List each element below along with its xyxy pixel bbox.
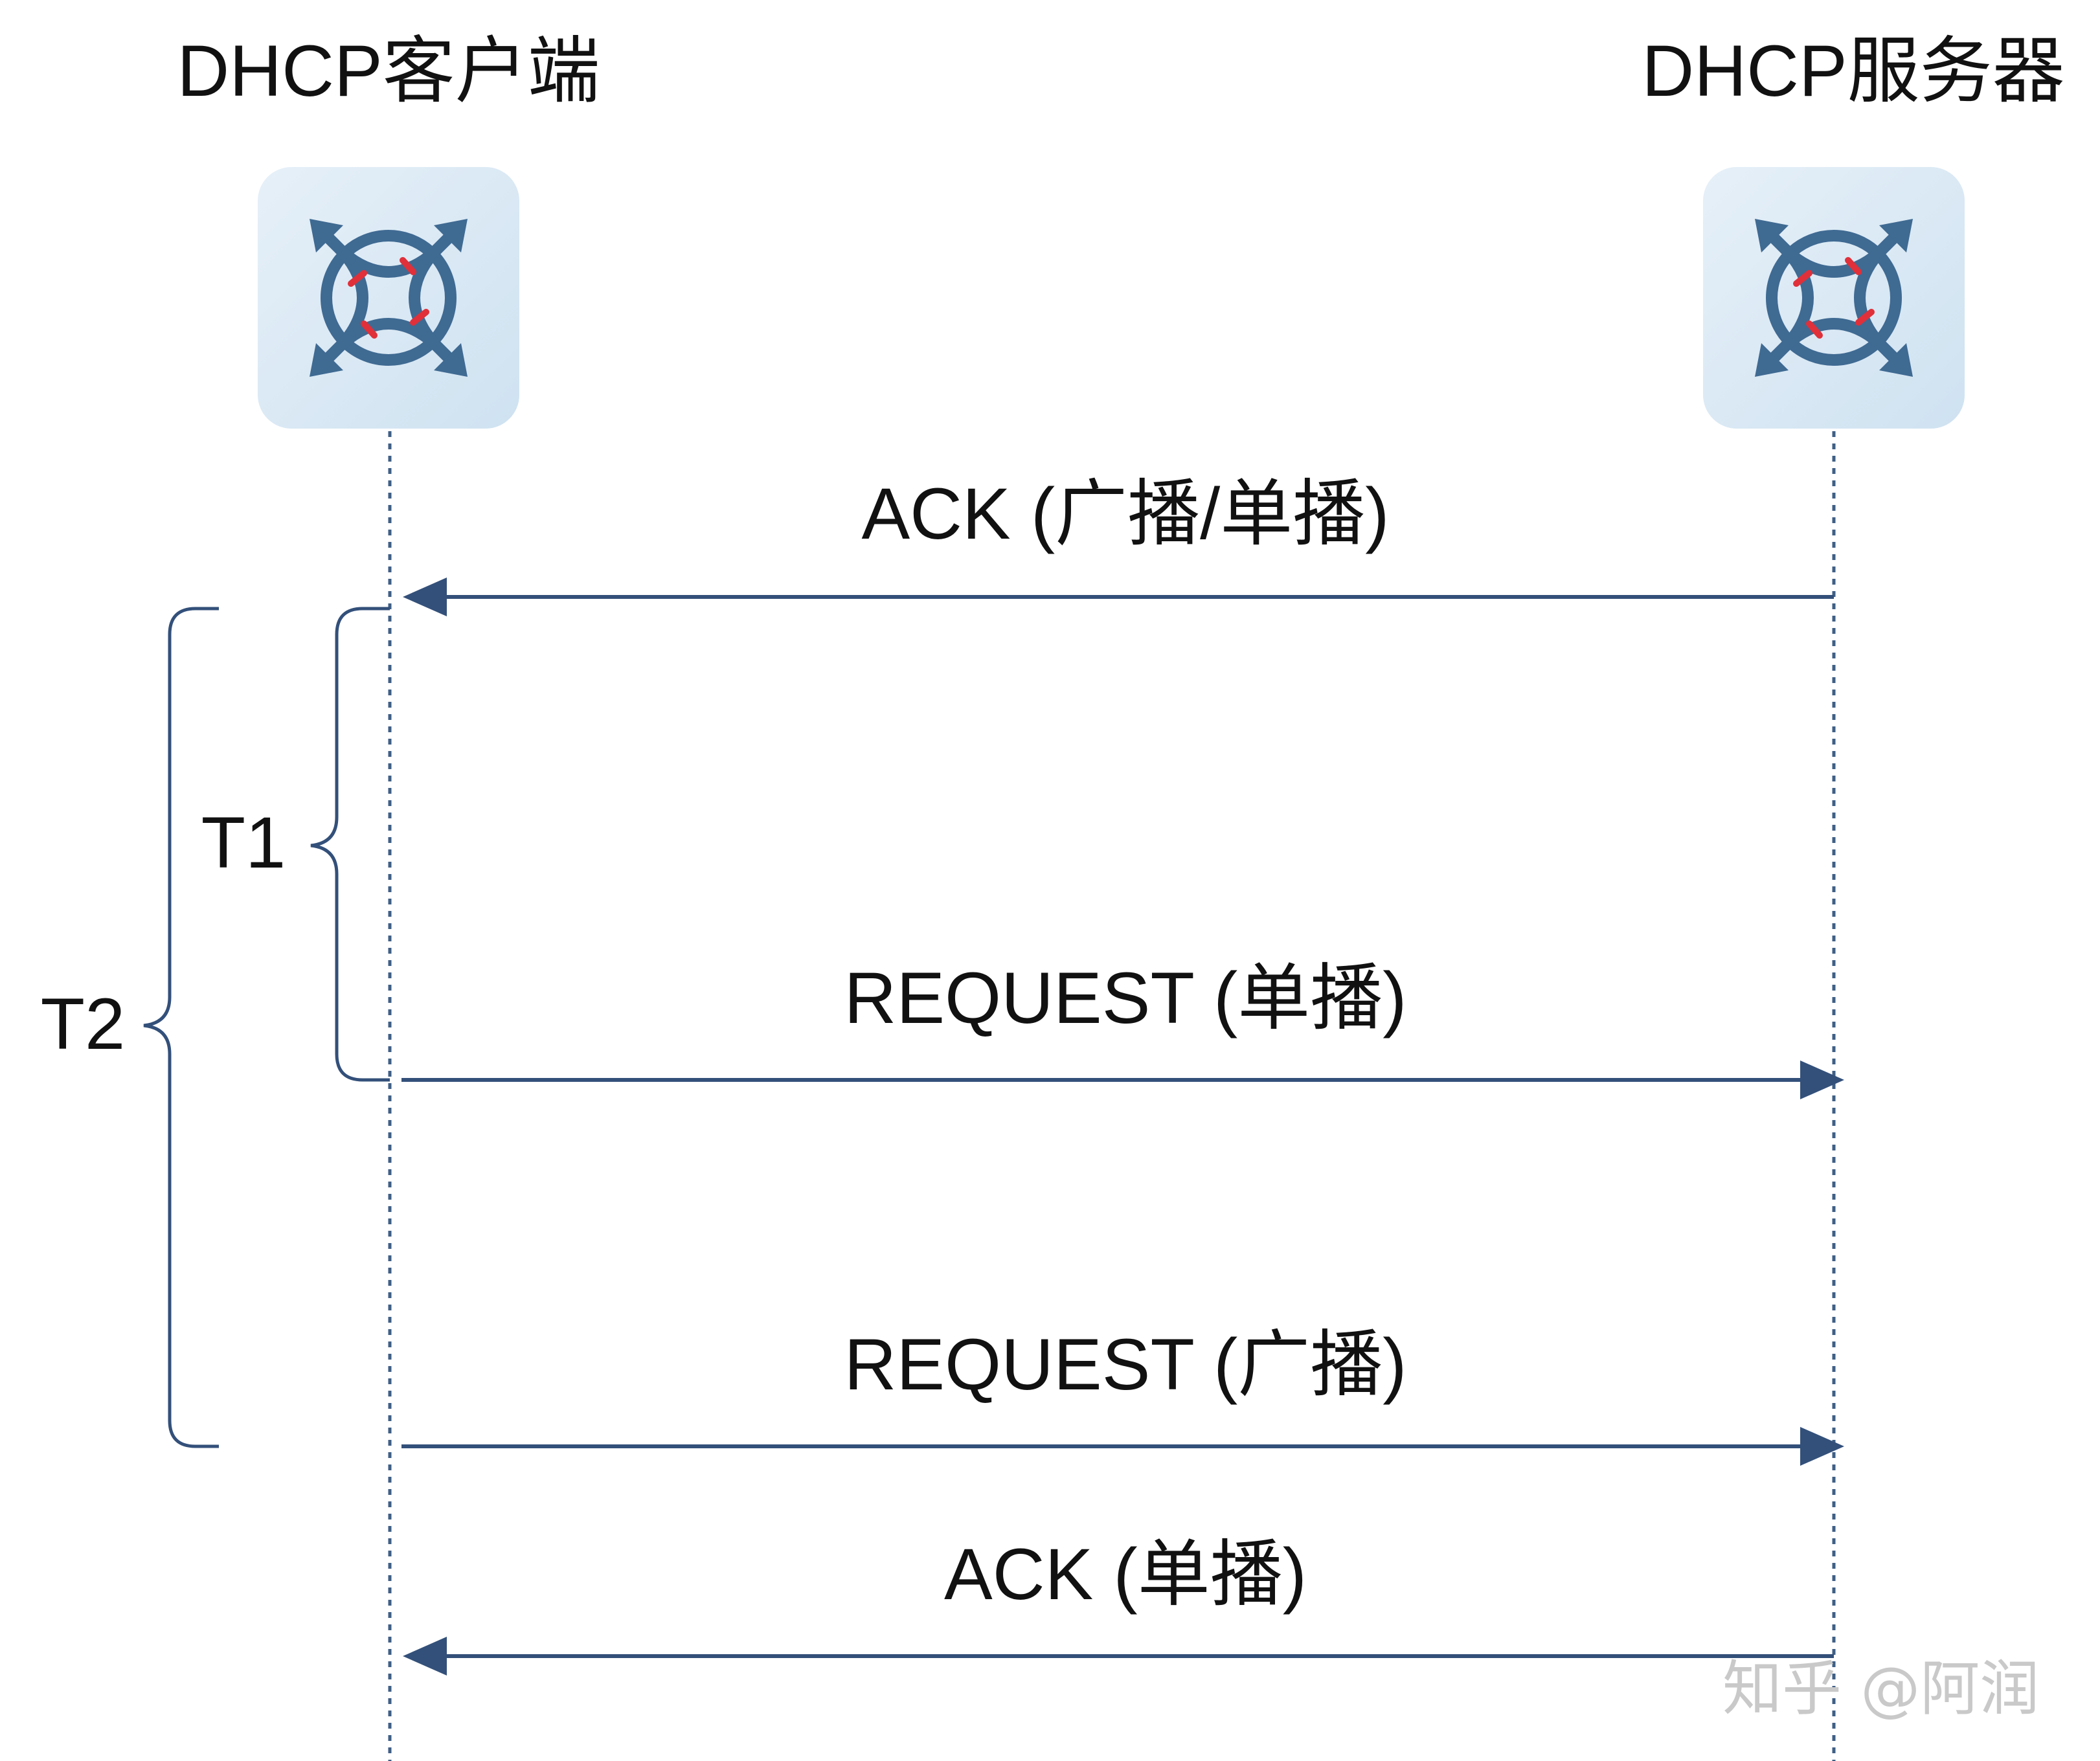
message-label: REQUEST (单播): [844, 958, 1406, 1038]
t2-label: T2: [41, 983, 126, 1064]
message-label: ACK (单播): [944, 1534, 1307, 1615]
client-title: DHCP客户端: [177, 30, 600, 111]
server-node: [1703, 167, 1965, 429]
arrowhead-left: [403, 1637, 447, 1676]
t1-brace: [310, 607, 390, 1082]
message-request-unicast: REQUEST (单播): [401, 958, 1844, 1099]
server-icon-background: [1703, 167, 1965, 429]
message-label: REQUEST (广播): [844, 1324, 1406, 1405]
message-ack-broadcast-unicast: ACK (广播/单播): [403, 473, 1834, 616]
watermark: 知乎 @阿润: [1722, 1654, 2039, 1723]
t1-label: T1: [201, 802, 286, 883]
client-node: [258, 167, 519, 429]
arrowhead-left: [403, 578, 447, 616]
client-icon-background: [258, 167, 519, 429]
arrowhead-right: [1800, 1427, 1844, 1466]
message-request-broadcast: REQUEST (广播): [401, 1324, 1844, 1466]
t1-interval: T1: [201, 607, 390, 1082]
t2-interval: T2: [41, 607, 219, 1448]
message-label: ACK (广播/单播): [861, 473, 1389, 554]
message-ack-unicast: ACK (单播): [403, 1534, 1834, 1676]
server-title: DHCP服务器: [1642, 30, 2064, 111]
t2-brace: [143, 607, 219, 1448]
arrowhead-right: [1800, 1060, 1844, 1099]
